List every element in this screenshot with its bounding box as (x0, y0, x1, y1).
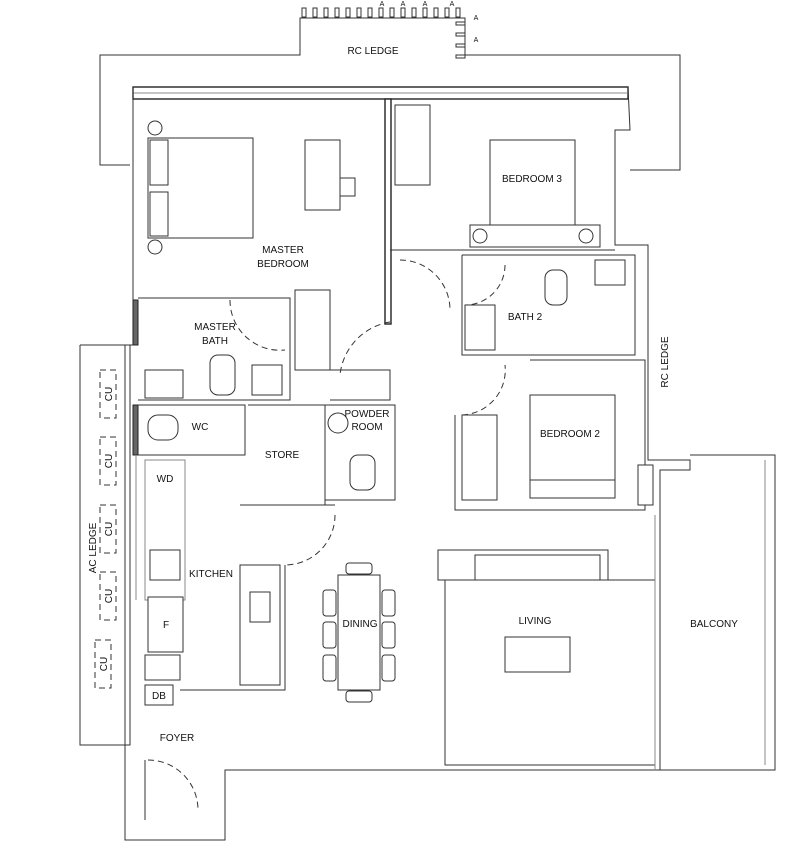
label-kitchen: KITCHEN (189, 569, 233, 580)
cu-unit (99, 504, 117, 554)
label-powder-room: POWDER (345, 409, 390, 420)
label-cu: CU (104, 589, 115, 603)
label-bedroom-2: BEDROOM 2 (540, 429, 600, 440)
marker-a: A (380, 1, 385, 8)
label-washer-dryer: WD (157, 474, 174, 485)
label-living: LIVING (519, 616, 552, 627)
ledge-fin (400, 7, 406, 18)
label-master-bath: BATH (202, 336, 228, 347)
ledge-fin (323, 7, 329, 18)
dining-chair (345, 562, 373, 575)
ledge-fin (389, 7, 395, 18)
label-master-bath: MASTER (194, 322, 236, 333)
label-wc: WC (192, 422, 209, 433)
label-bath-2: BATH 2 (508, 312, 543, 323)
ledge-fin (455, 32, 466, 37)
label-powder-room: ROOM (351, 422, 382, 433)
marker-a: A (450, 1, 455, 8)
label-store: STORE (265, 450, 300, 461)
label-dining: DINING (343, 619, 378, 630)
desk (304, 139, 341, 211)
furniture (144, 120, 766, 770)
label-fridge: F (163, 620, 169, 631)
label-rc-ledge-side: RC LEDGE (660, 336, 671, 387)
dining-chair (322, 589, 337, 617)
ledge-fin (345, 7, 351, 18)
ledge-fin (444, 7, 450, 18)
ledge-fin (378, 7, 384, 18)
label-cu: CU (99, 657, 110, 671)
label-bedroom-3: BEDROOM 3 (502, 174, 562, 185)
ledge-fin (334, 7, 340, 18)
marker-a: A (474, 15, 479, 22)
ledge-fin (312, 7, 318, 18)
label-master-bedroom: MASTER (262, 245, 304, 256)
label-cu: CU (104, 387, 115, 401)
ledge-fin (422, 7, 428, 18)
cu-unit (99, 436, 117, 486)
marker-a: A (474, 37, 479, 44)
dining-table (337, 574, 381, 691)
bed-3 (489, 139, 576, 226)
room-labels: MASTER BEDROOM BEDROOM 3 BATH 2 MASTER B… (88, 174, 738, 744)
cu-unit (99, 571, 117, 621)
label-foyer: FOYER (160, 733, 194, 744)
ledge-fin (455, 7, 461, 18)
label-cu: CU (104, 522, 115, 536)
rc-ledge-top: RC LEDGE A A A A A A (99, 1, 681, 171)
shower (144, 369, 184, 399)
marker-a: A (401, 1, 406, 8)
label-cu: CU (104, 454, 115, 468)
coffee-table (504, 636, 571, 673)
dining-chair (345, 690, 373, 703)
dining-chair (381, 654, 396, 682)
label-ac-ledge: AC LEDGE (88, 522, 99, 573)
ac-condenser-units: CU CU CU CU CU (94, 369, 117, 689)
dining-chair (381, 621, 396, 649)
label-distribution-board: DB (152, 691, 166, 702)
label-rc-ledge-top: RC LEDGE (347, 46, 398, 57)
label-balcony: BALCONY (690, 619, 738, 630)
wardrobes (294, 104, 498, 501)
ledge-fin (455, 54, 466, 59)
ledge-fin (411, 7, 417, 18)
ledge-fin (301, 7, 307, 18)
door-swings (144, 259, 506, 820)
label-master-bedroom: BEDROOM (257, 259, 309, 270)
exterior-walls (79, 86, 776, 841)
cu-unit (94, 639, 112, 689)
cu-unit (99, 369, 117, 419)
ledge-fin (367, 7, 373, 18)
interior-walls (138, 98, 646, 691)
dining-chair (322, 621, 337, 649)
dining-chair (381, 589, 396, 617)
bed-2 (529, 394, 616, 481)
ledge-fin (433, 7, 439, 18)
ledge-fin (455, 21, 466, 26)
marker-a: A (423, 1, 428, 8)
ledge-fin (455, 43, 466, 48)
ledge-fin (356, 7, 362, 18)
dining-chair (322, 654, 337, 682)
